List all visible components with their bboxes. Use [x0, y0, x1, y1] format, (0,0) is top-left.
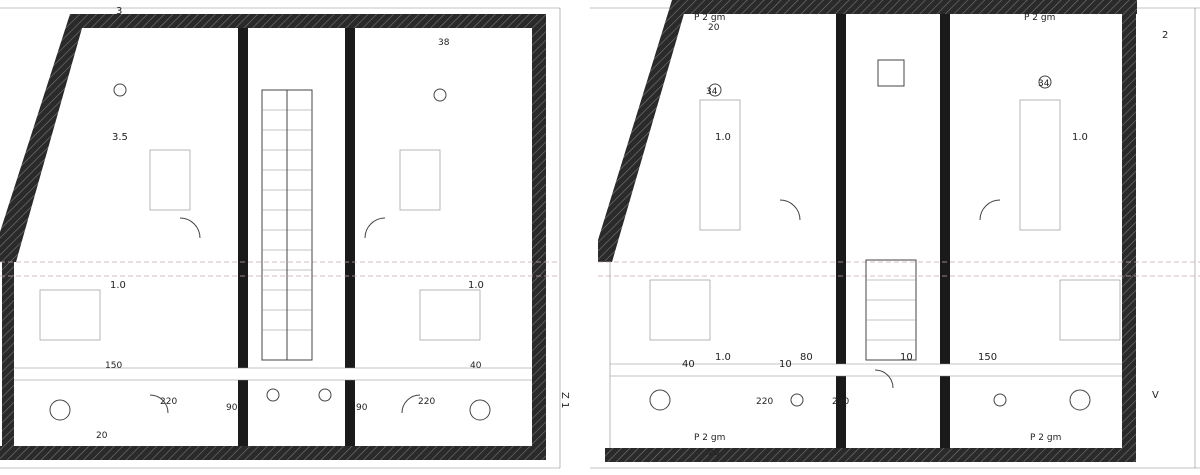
dim-220-right-b: 220 [832, 397, 849, 407]
dim-40-right: 40 [682, 359, 695, 370]
p-2-gm-bottom-right: P 2 gm [1030, 433, 1061, 443]
right-floor-plan: P 2 gm P 2 gm P 2 gm P 2 gm 20 20 34 34 … [590, 0, 1200, 469]
bottom-wall-right [605, 448, 1136, 462]
dim-10-right: 10 [779, 359, 792, 370]
sloped-wall-left [0, 14, 86, 262]
staircase-right [865, 59, 917, 361]
dim-220-b: 220 [418, 397, 435, 407]
left-floor-plan: 3 38 3.5 1.0 1.0 220 220 90 90 150 40 20… [0, 6, 570, 469]
dim-20: 20 [96, 431, 108, 441]
top-wall-right [682, 0, 1137, 14]
dim-2-right: 2 [1162, 30, 1168, 41]
v-label: V [1152, 390, 1159, 401]
dim-150: 150 [105, 361, 122, 371]
dim-1-0-upper-right: 1.0 [1072, 132, 1088, 143]
staircase-left [261, 89, 313, 361]
dim-10-center: 10 [900, 352, 913, 363]
dim-90-a: 90 [226, 403, 238, 413]
dim-80: 80 [800, 352, 813, 363]
sloped-wall-right [598, 0, 688, 262]
dim-1-0-b: 1.0 [468, 280, 484, 291]
left-lower-wall [2, 262, 14, 460]
dim-20-top: 20 [708, 23, 720, 33]
dim-150-right: 150 [978, 352, 997, 363]
p-2-gm-top-left: P 2 gm [694, 13, 725, 23]
p-2-gm-top-right: P 2 gm [1024, 13, 1055, 23]
dim-34-left: 34 [706, 87, 718, 97]
dim-1-0-upper-left: 1.0 [715, 132, 731, 143]
dim-220-right-a: 220 [756, 397, 773, 407]
dim-1-0-a: 1.0 [110, 280, 126, 291]
z-1-label: Z 1 [559, 392, 570, 408]
right-wall-left [532, 14, 546, 460]
top-wall-left [82, 14, 545, 28]
dim-1-0-lower: 1.0 [715, 352, 731, 363]
dim-90-b: 90 [356, 403, 368, 413]
p-2-gm-bottom-left: P 2 gm [694, 433, 725, 443]
dim-3: 3 [116, 6, 122, 17]
bottom-wall-left [0, 446, 546, 460]
dim-3-5-left: 3.5 [112, 132, 128, 143]
dim-38: 38 [438, 38, 450, 48]
dim-220-a: 220 [160, 397, 177, 407]
dim-34-right: 34 [1038, 79, 1050, 89]
dim-20-bottom: 20 [708, 448, 720, 458]
right-wall-right [1122, 0, 1136, 462]
dim-40: 40 [470, 361, 482, 371]
